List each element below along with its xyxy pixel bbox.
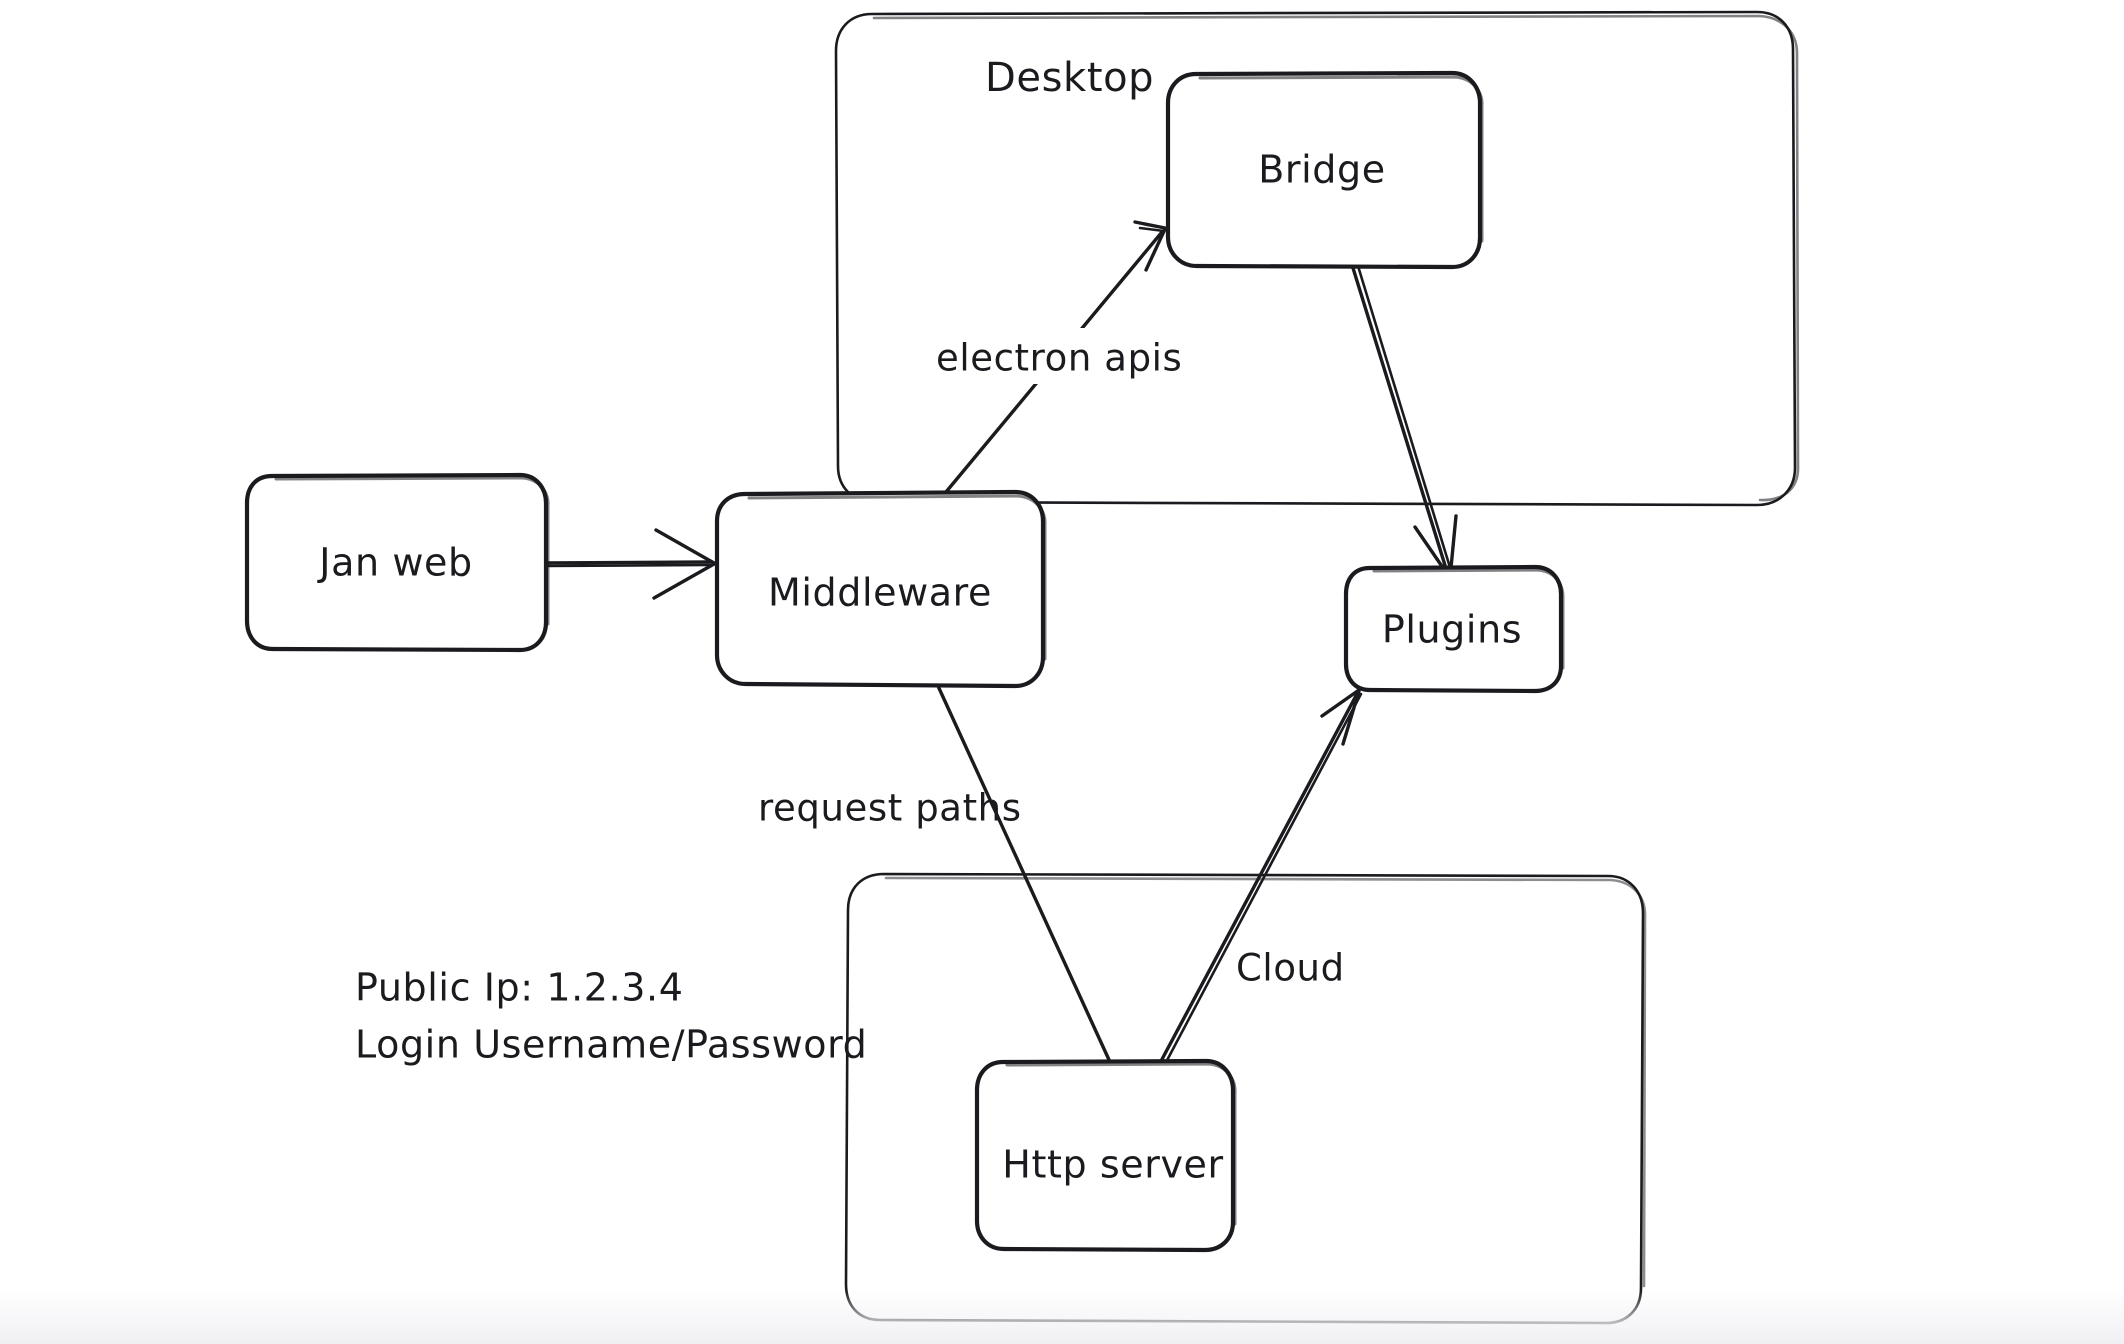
node-plugins[interactable]: Plugins	[1343, 564, 1565, 694]
svg-text:electron apis: electron apis	[936, 337, 1182, 380]
group-label-desktop: Desktop	[985, 55, 1154, 101]
note-login-credentials: Login Username/Password	[355, 1023, 867, 1067]
node-http-server[interactable]: Http server	[974, 1058, 1237, 1253]
edge-jan-web-to-middleware	[544, 528, 716, 600]
node-label-http-server: Http server	[1002, 1143, 1223, 1187]
edge-middleware-to-http-server	[936, 684, 1112, 1064]
note-public-ip: Public Ip: 1.2.3.4	[355, 966, 684, 1010]
node-label-plugins: Plugins	[1382, 608, 1522, 652]
node-label-middleware: Middleware	[768, 571, 992, 615]
edge-label-cloud: Cloud	[1236, 947, 1345, 990]
node-label-jan-web: Jan web	[317, 541, 472, 585]
notes-block: Public Ip: 1.2.3.4 Login Username/Passwo…	[355, 966, 867, 1067]
node-jan-web[interactable]: Jan web	[244, 472, 550, 653]
node-bridge[interactable]: Bridge	[1165, 70, 1484, 270]
svg-text:Cloud: Cloud	[1236, 947, 1345, 990]
group-desktop: Desktop	[834, 10, 1800, 507]
svg-text:request paths: request paths	[758, 787, 1022, 830]
node-label-bridge: Bridge	[1258, 148, 1385, 192]
edge-bridge-to-plugins	[1351, 264, 1458, 580]
group-cloud-container	[844, 872, 1647, 1325]
edge-label-request-paths: request paths	[758, 787, 1022, 830]
edge-label-electron-apis: electron apis	[930, 328, 1200, 384]
node-middleware[interactable]: Middleware	[714, 489, 1047, 689]
edge-http-server-to-plugins	[1158, 688, 1363, 1068]
